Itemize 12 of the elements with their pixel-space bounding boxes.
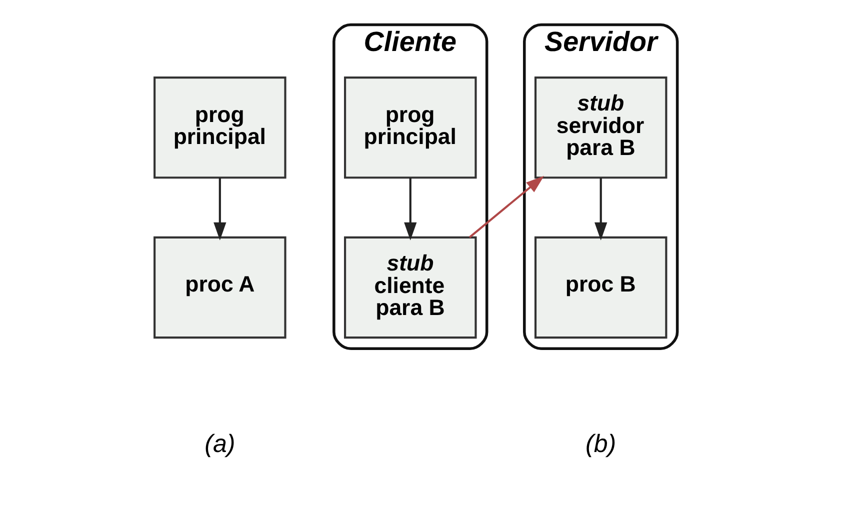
label: (a) [204, 430, 236, 458]
arrow [404, 178, 417, 240]
node-box: prog principal [154, 76, 286, 179]
arrow [468, 176, 544, 238]
arrow [214, 178, 226, 240]
node-box: proc B [534, 236, 668, 339]
label: (b) [586, 430, 616, 458]
node-box: proc A [154, 236, 286, 339]
node-box: stub servidor para B [534, 76, 668, 179]
node-box: stub cliente para B [344, 236, 477, 339]
node-box: prog principal [344, 76, 477, 179]
arrow [594, 178, 608, 240]
